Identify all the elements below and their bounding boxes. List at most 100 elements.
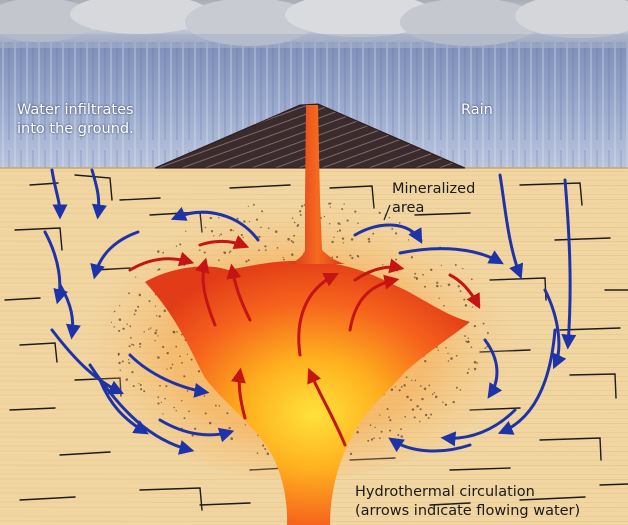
stipple-dot (261, 210, 264, 213)
stipple-dot (423, 387, 427, 391)
stipple-dot (245, 260, 248, 263)
hydrothermal-label-line1: Hydrothermal circulation (355, 484, 535, 500)
stipple-dot (287, 237, 290, 241)
stipple-dot (396, 269, 399, 272)
stipple-dot (486, 331, 489, 335)
stipple-dot (139, 383, 142, 387)
stipple-dot (394, 232, 398, 235)
stipple-dot (162, 345, 165, 349)
stipple-dot (113, 310, 116, 313)
stipple-dot (331, 256, 334, 259)
stipple-dot (159, 384, 161, 387)
stipple-dot (130, 336, 132, 339)
stipple-dot (183, 264, 186, 267)
stipple-dot (175, 410, 177, 412)
blue-arrow (90, 230, 140, 280)
stipple-dot (476, 362, 478, 364)
mineralized-label: Mineralized area (392, 180, 475, 218)
stipple-dot (143, 390, 146, 393)
stipple-dot (199, 249, 201, 251)
stipple-dot (157, 269, 159, 271)
stipple-dot (181, 362, 183, 364)
stipple-dot (438, 297, 440, 299)
hydrothermal-label-line2: (arrows indicate flowing water) (355, 503, 581, 519)
rain-cloud (0, 0, 628, 48)
stipple-dot (119, 305, 121, 307)
rain-label: Rain (461, 102, 493, 118)
stipple-dot (427, 417, 430, 419)
stipple-dot (430, 413, 433, 416)
stipple-dot (148, 300, 151, 303)
stipple-dot (331, 240, 334, 244)
stipple-dot (138, 383, 140, 385)
stipple-dot (172, 330, 175, 333)
stipple-dot (247, 259, 250, 262)
stipple-dot (388, 216, 391, 219)
stipple-dot (204, 226, 207, 229)
stipple-dot (113, 326, 115, 328)
stipple-dot (138, 293, 142, 297)
mineralized-leader (383, 204, 391, 221)
stipple-dot (341, 237, 345, 240)
stipple-dot (232, 229, 235, 232)
stipple-dot (164, 397, 166, 400)
stipple-dot (110, 321, 113, 324)
stipple-dot (203, 251, 206, 254)
stipple-dot (457, 285, 460, 288)
blue-arrow (561, 178, 577, 350)
stipple-dot (470, 298, 473, 301)
red-arrow (230, 367, 247, 420)
stipple-dot (229, 250, 232, 253)
stipple-dot (204, 412, 207, 415)
stipple-dot (406, 395, 409, 399)
stipple-dot (139, 346, 141, 348)
stipple-dot (398, 222, 401, 224)
stipple-dot (155, 329, 158, 332)
stipple-dot (133, 313, 136, 316)
stipple-dot (470, 346, 473, 349)
stipple-dot (230, 437, 233, 440)
stipple-dot (346, 219, 349, 222)
stipple-dot (228, 426, 231, 430)
stipple-dot (394, 386, 396, 388)
stipple-dot (466, 371, 469, 375)
stipple-dot (369, 424, 372, 427)
stipple-dot (118, 329, 121, 332)
stipple-dot (447, 352, 449, 355)
stipple-dot (293, 234, 296, 237)
stipple-dot (329, 206, 331, 208)
stipple-dot (440, 285, 442, 287)
stipple-dot (391, 227, 394, 230)
stipple-dot (400, 428, 402, 431)
stipple-dot (442, 401, 444, 403)
stipple-dot (134, 309, 137, 312)
stipple-dot (117, 354, 120, 356)
stipple-dot (171, 363, 174, 366)
stipple-dot (452, 400, 455, 404)
stipple-dot (176, 331, 178, 333)
stipple-dot (444, 403, 448, 407)
blue-arrow (50, 168, 68, 220)
stipple-dot (413, 276, 416, 279)
stipple-dot (389, 270, 391, 272)
stipple-dot (413, 416, 416, 419)
stipple-dot (445, 347, 447, 349)
red-arrow (226, 263, 252, 322)
stipple-dot (166, 368, 168, 370)
stipple-dot (154, 305, 157, 307)
stipple-dot (258, 235, 261, 239)
stipple-dot (143, 331, 145, 333)
stipple-dot (342, 242, 345, 244)
magma-chamber (145, 260, 470, 525)
stipple-dot (343, 203, 345, 205)
stipple-dot (390, 388, 394, 391)
stipple-dot (349, 452, 353, 456)
mineralized-label-line1: Mineralized (392, 181, 476, 197)
blue-arrow (50, 328, 125, 395)
stipple-dot (411, 408, 415, 411)
stipple-dot (242, 236, 244, 239)
stipple-dot (368, 240, 371, 243)
stipple-dot (163, 309, 167, 313)
stipple-dot (303, 204, 306, 206)
stipple-dot (282, 256, 284, 259)
